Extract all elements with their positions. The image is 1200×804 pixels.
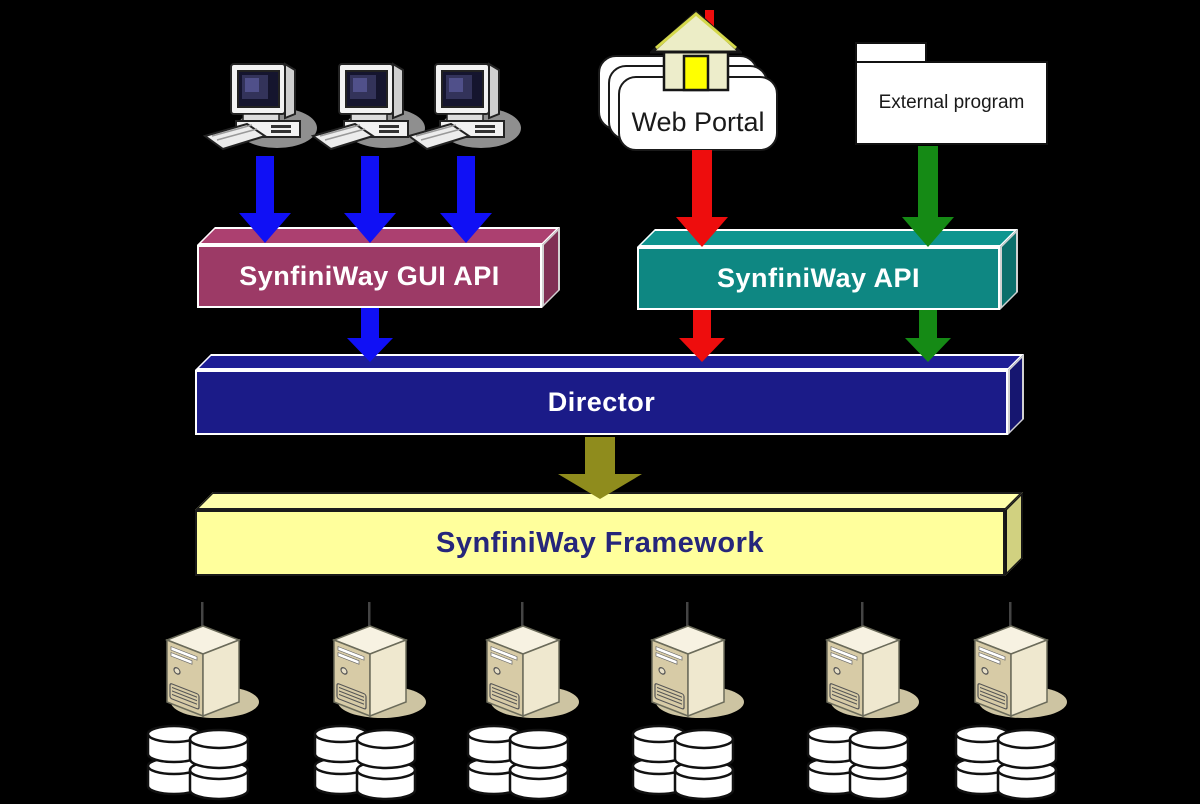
- director-box-side: [1008, 354, 1024, 435]
- arrow-externalprogram-to-api: [902, 146, 954, 247]
- database-cylinders-icon: [142, 722, 252, 804]
- arrow-client1-to-guiapi: [239, 156, 291, 243]
- folder-tab: [855, 42, 927, 63]
- framework-box-front: SynfiniWay Framework: [195, 510, 1005, 576]
- web-portal-label: Web Portal: [631, 107, 765, 137]
- server-tower-icon: [465, 598, 585, 728]
- director-box-top: [195, 354, 1024, 370]
- external-program-node: External program: [855, 61, 1048, 145]
- server-tower-icon: [953, 598, 1073, 728]
- desktop-computer-icon: [202, 56, 323, 158]
- framework-box: SynfiniWay Framework: [195, 492, 1023, 576]
- database-cylinders-icon: [627, 722, 737, 804]
- gui-api-box: SynfiniWay GUI API: [197, 227, 560, 308]
- house-icon: [648, 6, 744, 94]
- external-program-label: External program: [878, 92, 1025, 113]
- server-tower-icon: [805, 598, 925, 728]
- arrow-director-to-framework: [558, 437, 642, 499]
- gui-api-label: SynfiniWay GUI API: [239, 261, 500, 291]
- arrow-api-to-director-green: [905, 310, 951, 362]
- gui-api-box-front: SynfiniWay GUI API: [197, 245, 542, 308]
- director-label: Director: [547, 387, 656, 417]
- server-tower-icon: [312, 598, 432, 728]
- desktop-computer-icon: [406, 56, 527, 158]
- arrow-api-to-director-red: [679, 310, 725, 362]
- web-portal-node: Web Portal: [618, 76, 778, 151]
- server-tower-icon: [145, 598, 265, 728]
- server-tower-icon: [630, 598, 750, 728]
- database-cylinders-icon: [802, 722, 912, 804]
- database-cylinders-icon: [309, 722, 419, 804]
- arrow-guiapi-to-director: [347, 308, 393, 362]
- director-box-front: Director: [195, 370, 1008, 435]
- database-cylinders-icon: [950, 722, 1060, 804]
- api-label: SynfiniWay API: [716, 263, 921, 293]
- arrow-webportal-to-api: [676, 150, 728, 247]
- database-cylinders-icon: [462, 722, 572, 804]
- arrow-client2-to-guiapi: [344, 156, 396, 243]
- api-box-front: SynfiniWay API: [637, 247, 1000, 310]
- framework-label: SynfiniWay Framework: [435, 526, 764, 559]
- desktop-computer-icon: [310, 56, 431, 158]
- api-box: SynfiniWay API: [637, 229, 1018, 310]
- arrow-client3-to-guiapi: [440, 156, 492, 243]
- director-box: Director: [195, 354, 1024, 435]
